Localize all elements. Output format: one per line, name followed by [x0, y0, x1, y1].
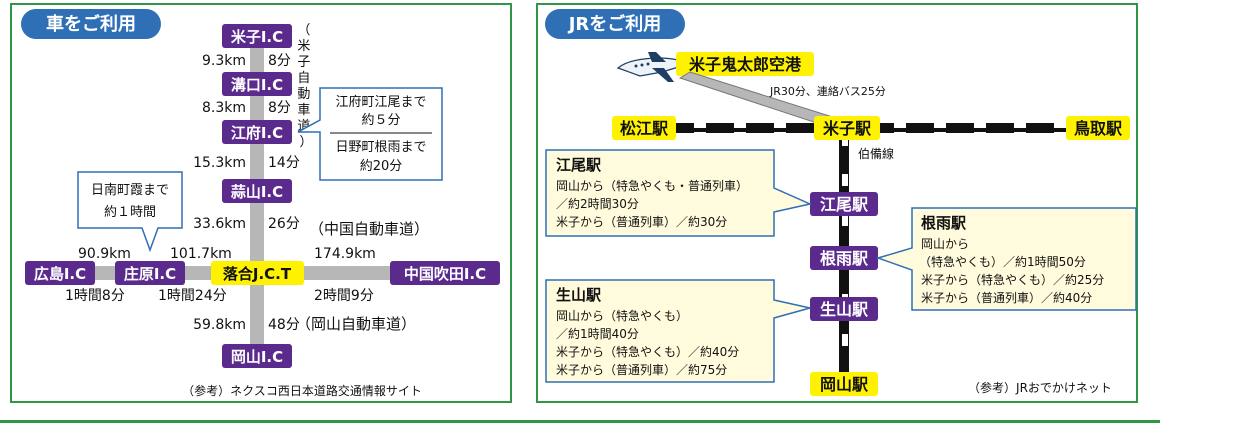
- shobara-ic-label: 庄原I.C: [124, 265, 176, 283]
- matsue-station: [612, 116, 676, 140]
- kofu-ic: [222, 120, 292, 144]
- shoyama-box-line2: ／約1時間40分: [556, 326, 639, 341]
- hiroshima-distance: 90.9km: [78, 246, 131, 262]
- segment-4-time: 26分: [268, 216, 300, 232]
- hiruzen-ic: [222, 179, 292, 203]
- jr-panel: JRをご利用 米子鬼太郎空港 JR30分、連絡バス25分 伯備線 松江駅 米子駅…: [536, 3, 1138, 403]
- kofu-callout-line1: 江府町江尾まで: [335, 95, 426, 110]
- segment-5-distance: 59.8km: [193, 317, 246, 333]
- suita-time: 2時間9分: [314, 288, 374, 304]
- nichinan-callout-line2: 約１時間: [104, 205, 156, 220]
- shobara-ic: [115, 261, 185, 285]
- jr-source-note: （参考）JRおでかけネット: [968, 380, 1112, 395]
- neu-box-title: 根雨駅: [921, 214, 967, 232]
- airport-access-note: JR30分、連絡バス25分: [769, 84, 886, 98]
- yonago-expressway-label: （ 米 子 自 動 車 道 ）: [297, 23, 314, 150]
- ochiai-jct-label: 落合J.C.T: [223, 265, 292, 283]
- kofu-ic-label: 江府I.C: [231, 124, 283, 142]
- kofu-callout-line4: 約20分: [360, 159, 403, 174]
- shoyama-station: [810, 297, 878, 321]
- neu-box-line2: （特急やくも）／約1時間50分: [919, 254, 1086, 269]
- chugoku-suita-ic: [390, 261, 500, 285]
- yonago-station: [814, 116, 880, 140]
- car-header-pill: [21, 9, 161, 39]
- car-panel: 車をご利用 米子I.C 溝口I.C 江府I.C 蒜山I.C 落合J.C.T 庄原…: [10, 3, 512, 403]
- segment-1-time: 8分: [268, 53, 291, 69]
- sanin-line-east: [880, 123, 1066, 133]
- tottori-station-label: 鳥取駅: [1074, 119, 1123, 138]
- ebi-box-line2: ／約2時間30分: [556, 196, 639, 211]
- segment-3-time: 14分: [268, 155, 300, 171]
- tottori-station: [1066, 116, 1130, 140]
- car-title: 車をご利用: [46, 13, 136, 35]
- hiroshima-time: 1時間8分: [65, 288, 125, 304]
- shobara-time: 1時間24分: [158, 288, 227, 304]
- jr-header-pill: [545, 9, 685, 39]
- car-source-note: （参考）ネクスコ西日本道路交通情報サイト: [182, 383, 422, 398]
- okayama-ic-label: 岡山I.C: [231, 348, 283, 366]
- ochiai-jct: [211, 261, 304, 285]
- ebi-box-line3: 米子から（普通列車）／約30分: [556, 214, 727, 229]
- ebi-box-line1: 岡山から（特急やくも・普通列車）: [556, 178, 748, 193]
- suita-distance: 174.9km: [314, 246, 376, 262]
- segment-4-distance: 33.6km: [193, 216, 246, 232]
- chugoku-suita-ic-label: 中国吹田I.C: [404, 265, 486, 283]
- yonago-ic: [222, 24, 292, 48]
- matsue-station-label: 松江駅: [620, 119, 669, 138]
- yonago-ic-label: 米子I.C: [231, 28, 283, 46]
- neu-box-line3: 米子から（特急やくも）／約25分: [921, 272, 1104, 287]
- segment-1-distance: 9.3km: [202, 53, 246, 69]
- segment-3-distance: 15.3km: [193, 155, 246, 171]
- kofu-callout-line3: 日野町根雨まで: [335, 140, 426, 155]
- nichinan-callout-line1: 日南町霞まで: [91, 182, 169, 198]
- segment-2-time: 8分: [268, 100, 291, 116]
- okayama-ic: [222, 344, 292, 368]
- kofu-callout-line2: 約５分: [361, 113, 400, 128]
- mizoguchi-ic-label: 溝口I.C: [231, 76, 283, 94]
- ebi-info-box: 江尾駅 岡山から（特急やくも・普通列車） ／約2時間30分 米子から（普通列車）…: [545, 149, 813, 237]
- shobara-distance: 101.7km: [170, 246, 232, 262]
- neu-station: [810, 246, 878, 270]
- airport-label: 米子鬼太郎空港: [689, 55, 802, 74]
- neu-box-line1: 岡山から: [921, 237, 969, 251]
- kofu-callout: 江府町江尾まで 約５分 日野町根雨まで 約20分: [297, 87, 443, 181]
- okayama-station: [810, 372, 878, 396]
- yonago-station-label: 米子駅: [823, 119, 872, 138]
- hiroshima-ic-label: 広島I.C: [34, 265, 86, 283]
- ebi-station: [810, 192, 878, 216]
- hiroshima-ic: [25, 261, 95, 285]
- yonago-kitaro-airport: [676, 52, 814, 76]
- shoyama-info-box: 生山駅 岡山から（特急やくも） ／約1時間40分 米子から（特急やくも）／約40…: [545, 279, 811, 383]
- hakubi-line-label: 伯備線: [858, 146, 894, 161]
- shoyama-box-line3: 米子から（特急やくも）／約40分: [556, 344, 739, 359]
- shoyama-box-title: 生山駅: [556, 286, 602, 304]
- shoyama-box-line4: 米子から（普通列車）／約75分: [556, 362, 727, 377]
- okayama-expressway-label: （岡山自動車道）: [296, 315, 416, 333]
- section-divider: [0, 420, 1160, 423]
- segment-5-time: 48分: [268, 317, 300, 333]
- shoyama-box-line1: 岡山から（特急やくも）: [556, 308, 688, 323]
- nichinan-callout: 日南町霞まで 約１時間: [77, 171, 183, 253]
- mizoguchi-ic: [222, 72, 292, 96]
- neu-station-label: 根雨駅: [820, 249, 869, 268]
- segment-2-distance: 8.3km: [202, 100, 246, 116]
- ebi-box-title: 江尾駅: [556, 156, 602, 174]
- okayama-station-label: 岡山駅: [820, 375, 869, 394]
- chugoku-expressway-label: （中国自動車道）: [309, 220, 429, 238]
- airplane-icon: [616, 52, 683, 82]
- sanin-line-west: [676, 123, 816, 133]
- neu-box-line4: 米子から（普通列車）／約40分: [921, 290, 1092, 305]
- neu-info-box: 根雨駅 岡山から （特急やくも）／約1時間50分 米子から（特急やくも）／約25…: [875, 207, 1137, 311]
- jr-title: JRをご利用: [567, 13, 662, 35]
- shoyama-station-label: 生山駅: [820, 300, 869, 319]
- hiruzen-ic-label: 蒜山I.C: [231, 183, 283, 201]
- ebi-station-label: 江尾駅: [820, 195, 869, 214]
